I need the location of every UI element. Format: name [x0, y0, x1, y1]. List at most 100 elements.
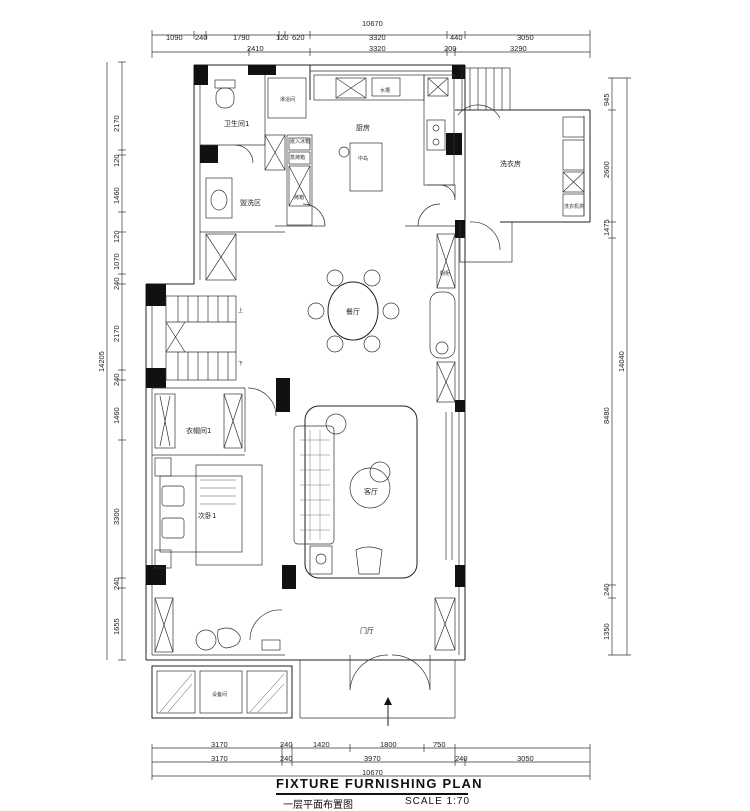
- dim-left-11: 240: [112, 577, 121, 590]
- balcony: 设备间: [151, 665, 293, 719]
- right-cabinets: 橱柜: [429, 233, 456, 651]
- wash-area: 盥洗区: [200, 177, 285, 281]
- dim-bottom-total: 10670: [362, 768, 383, 777]
- plan-scale: SCALE 1:70: [405, 796, 471, 807]
- utility-sink-icon: [562, 116, 585, 138]
- staircase: 上 下: [165, 295, 243, 381]
- dim-top2-1: 2410: [247, 44, 264, 53]
- kitchen-sink-icon: [371, 77, 401, 97]
- dim-left-4: 120: [112, 230, 121, 243]
- room-wash-area: 盥洗区: [240, 198, 261, 207]
- dim-bottom-4: 1800: [380, 740, 397, 749]
- dim-top-3: 1790: [233, 33, 250, 42]
- room-bedroom: 次卧1: [198, 511, 216, 520]
- dim-top-7: 440: [450, 33, 463, 42]
- dim-bottom2-2: 240: [280, 754, 293, 763]
- room-dining: 餐厅: [346, 307, 360, 316]
- armchair-icon: [355, 546, 383, 575]
- shower-area: [267, 77, 307, 119]
- room-cloakroom: 衣帽间1: [186, 426, 211, 435]
- coffee-table: [349, 467, 391, 509]
- sink-label: 水槽: [380, 87, 390, 94]
- cabinet-label: 橱柜: [440, 270, 450, 277]
- bed-icon: [159, 475, 243, 553]
- dim-right-total: 14040: [617, 351, 626, 372]
- dim-bottom-1: 3170: [211, 740, 228, 749]
- dim-bottom2-1: 3170: [211, 754, 228, 763]
- oven-label: 烤箱: [294, 194, 304, 201]
- dim-bottom2-3: 3970: [364, 754, 381, 763]
- washer-label: 洗衣机烘: [564, 203, 584, 210]
- room-laundry: 洗衣房: [500, 159, 521, 168]
- dim-right-4: 8480: [602, 407, 611, 424]
- island-label: 中岛: [358, 155, 368, 162]
- dining-chairs: [307, 269, 400, 353]
- dim-bottom2-5: 3050: [517, 754, 534, 763]
- bathroom-1: 淋浴间 卫生间1: [200, 75, 307, 164]
- dim-bottom-3: 1420: [313, 740, 330, 749]
- dim-bottom2-4: 240: [455, 754, 468, 763]
- bedroom: 次卧1: [154, 457, 263, 569]
- rug: [304, 405, 418, 579]
- dim-right-2: 2600: [602, 161, 611, 178]
- dim-top-2: 240: [195, 33, 208, 42]
- dining-table: [327, 281, 379, 341]
- kitchen-island: [349, 142, 383, 192]
- left-dimensions: 14205 2170 120 1460 120 1070 240 2170 24…: [97, 61, 126, 661]
- shower-label: 淋浴间: [280, 96, 295, 103]
- dim-left-2: 120: [112, 154, 121, 167]
- fridge-label: 嵌入冰箱: [290, 138, 310, 145]
- stair-up-label: 上: [238, 307, 243, 314]
- dim-top2-4: 3290: [510, 44, 527, 53]
- room-living: 客厅: [364, 487, 378, 496]
- plan-title: FIXTURE FURNISHING PLAN: [276, 776, 483, 791]
- pantry-cabinets: 嵌入冰箱 蒸烤箱 烤箱: [264, 134, 325, 227]
- dim-top-4: 120: [276, 33, 289, 42]
- right-dimensions: 945 2600 1475 8480 240 1350 14040: [602, 77, 631, 656]
- dim-left-5: 1070: [112, 253, 121, 270]
- dim-top2-3: 200: [444, 44, 457, 53]
- dim-bottom-2: 240: [280, 740, 293, 749]
- room-foyer: 门厅: [360, 626, 374, 635]
- top-dimensions: 10670 1090 240 1790 120 620 3320 440 305…: [151, 19, 591, 58]
- dim-top-8: 3050: [517, 33, 534, 42]
- bottom-dimensions: 3170 240 1420 1800 750 3170 240 3970 240…: [151, 740, 591, 780]
- door-arc-icon: [234, 144, 254, 164]
- dim-right-6: 1350: [602, 623, 611, 640]
- dim-left-9: 1460: [112, 407, 121, 424]
- dim-top-5: 620: [292, 33, 305, 42]
- cabinet-x: [205, 233, 237, 281]
- foyer: 门厅: [299, 626, 456, 726]
- dining: 餐厅: [307, 269, 400, 353]
- laundry: 洗衣机烘 洗衣房: [457, 67, 585, 263]
- dim-left-10: 3300: [112, 508, 121, 525]
- dim-left-8: 240: [112, 373, 121, 386]
- dim-top-1: 1090: [166, 33, 183, 42]
- dim-left-1: 2170: [112, 115, 121, 132]
- cloakroom: 衣帽间1: [152, 387, 277, 456]
- plan-subtitle: 一层平面布置图: [283, 800, 353, 811]
- room-kitchen: 厨房: [356, 123, 370, 132]
- door-arc-icon-2: [427, 184, 456, 201]
- dim-right-1: 945: [602, 93, 611, 106]
- outer-walls: [145, 64, 591, 661]
- dim-left-12: 1655: [112, 618, 121, 635]
- dim-top-6: 3320: [369, 33, 386, 42]
- sofa-icon: [293, 425, 335, 545]
- living-room: 客厅: [293, 405, 418, 579]
- toilet-icon: [215, 87, 235, 109]
- dim-left-3: 1460: [112, 187, 121, 204]
- stair-down-label: 下: [238, 361, 243, 367]
- dim-right-5: 240: [602, 583, 611, 596]
- entry-door-left: [349, 654, 389, 691]
- dim-left-total: 14205: [97, 351, 106, 372]
- basin-icon: [210, 189, 228, 211]
- lower-left-room: [154, 597, 283, 653]
- dim-top-total: 10670: [362, 19, 383, 28]
- cooktop-icon: [426, 119, 446, 151]
- entry-door-right: [391, 654, 431, 691]
- dim-left-6: 240: [112, 277, 121, 290]
- equipment-room-label: 设备间: [212, 691, 227, 698]
- dim-right-3: 1475: [602, 219, 611, 236]
